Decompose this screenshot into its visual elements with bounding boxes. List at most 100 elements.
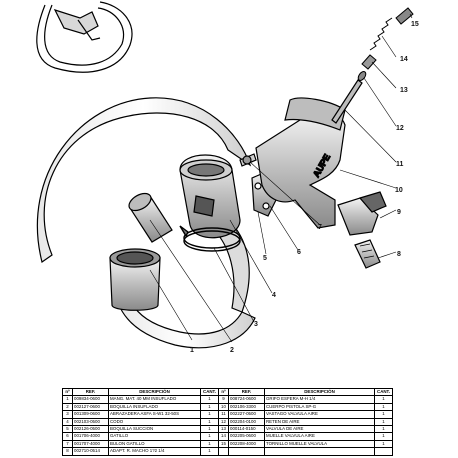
table-cell: 1 (374, 439, 393, 449)
suction-nozzle-part-2 (109, 248, 161, 311)
parts-list-table: nº REF. DESCRIPCIÓN CANT. nº REF. DESCRI… (62, 387, 393, 456)
callout-4: 4 (272, 292, 276, 299)
table-cell: VASTAGO VALVULA AIRE (264, 410, 375, 419)
table-cell: TORNILLO MUELLE VALVULA (264, 439, 375, 449)
table-cell: GRIFO ESFERA M-H 1/4 (264, 395, 375, 404)
callout-7: 7 (318, 224, 322, 231)
callout-5: 5 (263, 255, 267, 262)
table-cell: 1 (200, 410, 219, 419)
table-cell: 4 (62, 417, 73, 426)
table-cell: 1 (200, 447, 219, 456)
clamp-part-3 (179, 225, 241, 252)
callouts: 1 2 3 4 5 6 7 8 9 10 11 12 13 14 15 (190, 21, 419, 354)
table-cell: CODO (108, 417, 201, 426)
table-cell (218, 447, 229, 456)
header-num-2: nº (218, 387, 229, 397)
ball-valve-part-9 (337, 191, 387, 236)
trigger-part-6 (251, 171, 277, 217)
table-cell: 13 (218, 424, 229, 434)
air-valve-part-13 (361, 54, 377, 70)
table-cell: 1 (374, 402, 393, 412)
adapter-part-8 (354, 239, 381, 269)
table-cell: ADAPT. R. MACHO 1?2 1/4 (108, 447, 201, 456)
header-ref: REF. (72, 387, 109, 397)
table-cell: 008724-0600 (228, 395, 265, 404)
table-cell: 15 (218, 439, 229, 449)
spring-screw-part-15 (395, 7, 414, 25)
callout-11: 11 (396, 161, 404, 168)
table-cell: 1 (62, 395, 73, 404)
table-cell: 8 (62, 447, 73, 456)
table-cell: 002126-0500 (72, 424, 109, 434)
table-cell: CUERPO PISTOLA SP-G (264, 402, 375, 412)
callout-8: 8 (397, 251, 401, 258)
table-cell: 001707-4000 (72, 439, 109, 449)
table-cell: 1 (374, 417, 393, 426)
table-cell (228, 447, 265, 456)
table-cell: 002205-0600 (228, 432, 265, 441)
table-cell: 009834-0600 (72, 395, 109, 404)
table-cell: 002208-4000 (228, 439, 265, 449)
table-cell: 1 (200, 439, 219, 449)
table-cell: 14 (218, 432, 229, 441)
table-cell: 1 (200, 424, 219, 434)
table-cell: 001309-0600 (72, 410, 109, 419)
header-qty-2: CANT. (374, 387, 393, 397)
table-cell: 1 (374, 424, 393, 434)
table-cell: 5 (62, 424, 73, 434)
table-cell: 1 (200, 402, 219, 412)
table-cell: MANG. MAT. 40 MM INSUFLADO (108, 395, 201, 404)
callout-2: 2 (230, 347, 234, 354)
table-cell: 6 (62, 432, 73, 441)
table-cell: 002204-0100 (228, 417, 265, 426)
table-cell: 12 (218, 417, 229, 426)
table-cell: 1 (200, 417, 219, 426)
header-qty: CANT. (200, 387, 219, 397)
table-cell: 002710-0514 (72, 447, 109, 456)
table-cell: 1 (200, 395, 219, 404)
callout-13: 13 (400, 87, 408, 94)
table-cell: 10 (218, 402, 229, 412)
valve-stem-part-11 (331, 79, 363, 124)
table-cell: GATILLO (108, 432, 201, 441)
header-description: DESCRIPCIÓN (108, 387, 201, 397)
table-cell: BOQUILLA SUCCION (108, 424, 201, 434)
table-cell: ABRAZADERA ASFA S-W1 32-50S (108, 410, 201, 419)
table-cell: 7 (62, 439, 73, 449)
valve-spring-part-14 (369, 17, 393, 51)
leader-lines (149, 13, 413, 343)
table-cell: 9 (218, 395, 229, 404)
callout-15: 15 (411, 21, 419, 28)
table-cell: MUELLE VALVULA AIRE (264, 432, 375, 441)
table-cell (264, 447, 375, 456)
header-description-2: DESCRIPCIÓN (264, 387, 375, 397)
table-cell: 1 (374, 395, 393, 404)
table-cell: 1 (374, 410, 393, 419)
table-cell (374, 447, 393, 456)
table-cell: 2 (62, 402, 73, 412)
callout-3: 3 (254, 321, 258, 328)
table-cell: 1 (374, 432, 393, 441)
table-cell: 002103-0500 (72, 417, 109, 426)
gun-body-part-10: AUPE (255, 97, 346, 229)
table-cell: BULON GATILLO (108, 439, 201, 449)
table-cell: BOQUILLA INSUFLADO (108, 402, 201, 412)
table-cell: 000114-0150 (228, 424, 265, 434)
callout-1: 1 (190, 347, 194, 354)
callout-6: 6 (297, 249, 301, 256)
table-cell: 002106-3300 (228, 402, 265, 412)
callout-14: 14 (400, 56, 408, 63)
elbow-part-4 (179, 154, 241, 239)
table-cell: 001706-4000 (72, 432, 109, 441)
table-cell: RETEN DE AIRE (264, 417, 375, 426)
table-cell: 1 (200, 432, 219, 441)
table-cell: VALVULA DE AIRE (264, 424, 375, 434)
